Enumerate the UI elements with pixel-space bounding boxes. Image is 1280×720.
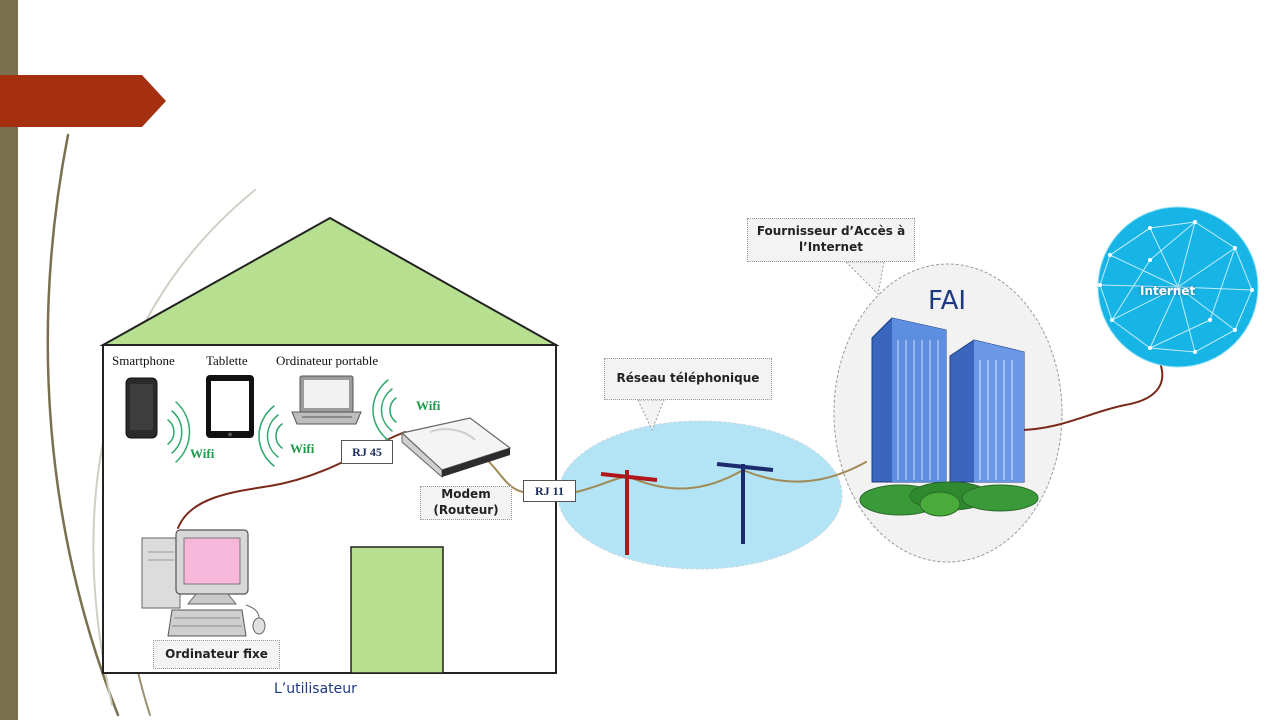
callout-tail-telephone <box>637 399 665 432</box>
callout-tail-isp <box>844 261 885 296</box>
wifi-waves-icon <box>167 401 191 463</box>
modem-icon <box>400 417 512 479</box>
house-door <box>350 546 444 674</box>
office-buildings-icon <box>859 317 1039 517</box>
title-banner-arrow <box>0 75 166 127</box>
wifi-label-smartphone: Wifi <box>190 446 215 461</box>
desktop-computer-icon <box>141 529 266 637</box>
telephone-pole-icon <box>600 470 658 555</box>
fiber-link-internet <box>1017 362 1164 431</box>
desktop-label: Ordinateur fixe <box>153 640 280 669</box>
laptop-icon <box>291 375 362 425</box>
rj45-connector-label: RJ 45 <box>341 440 393 464</box>
smartphone-label: Smartphone <box>112 353 175 368</box>
user-caption: L’utilisateur <box>274 681 357 697</box>
telephone-pole-icon <box>716 462 774 544</box>
wifi-label-tablet: Wifi <box>290 441 315 456</box>
telephone-line <box>575 461 867 493</box>
left-sidebar-bar <box>0 0 18 720</box>
wifi-label-laptop: Wifi <box>416 398 441 413</box>
wifi-waves-icon <box>258 405 283 467</box>
telephone-network-cloud <box>557 420 843 570</box>
tablet-label: Tablette <box>206 353 248 368</box>
rj11-connector-label: RJ 11 <box>523 480 576 502</box>
internet-label: Internet <box>1140 284 1196 298</box>
isp-title: FAI <box>928 286 967 316</box>
smartphone-icon <box>125 377 158 439</box>
laptop-label: Ordinateur portable <box>276 353 379 368</box>
wifi-waves-icon <box>372 379 397 441</box>
telephone-network-callout: Réseau téléphonique <box>604 358 772 400</box>
modem-label: Modem (Routeur) <box>420 486 512 520</box>
tablet-icon <box>206 375 254 438</box>
isp-callout: Fournisseur d’Accès à l’Internet <box>747 218 915 262</box>
globe-network-icon <box>1097 206 1259 368</box>
